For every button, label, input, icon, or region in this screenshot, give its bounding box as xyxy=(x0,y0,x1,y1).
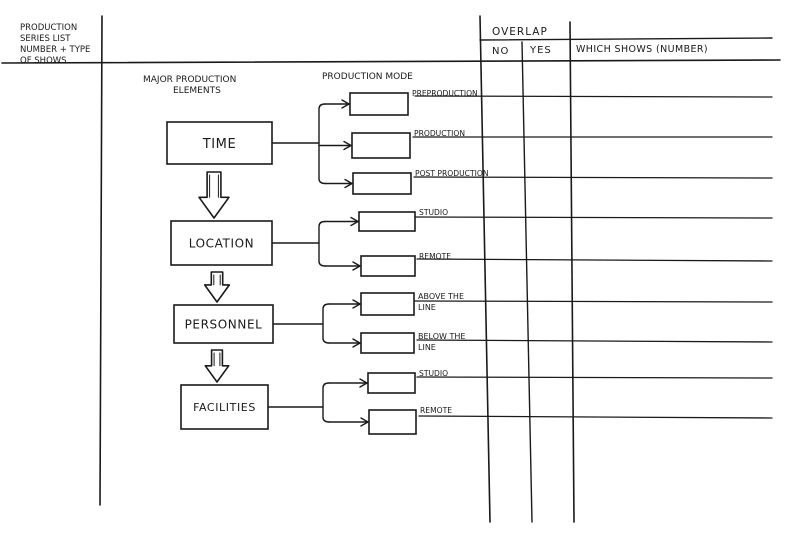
branch-trunk xyxy=(322,382,330,423)
element-label: Location xyxy=(189,237,254,251)
element-time: Time PreproductionProductionPost Producti… xyxy=(166,89,489,195)
response-row-line xyxy=(416,258,773,262)
response-row-line xyxy=(416,339,773,343)
elements-heading-line-2: Elements xyxy=(173,86,221,96)
overlap-column-left-border xyxy=(479,15,491,523)
down-arrow-icon xyxy=(203,271,231,303)
arrowhead-icon xyxy=(344,178,353,189)
mode-label: Remote xyxy=(420,406,452,415)
mode-label: Line xyxy=(418,343,436,352)
series-list-header: Production Series List Number + Type of … xyxy=(20,23,90,66)
overlap-heading: Overlap xyxy=(492,26,548,38)
arrowhead-icon xyxy=(352,338,361,348)
element-label: Personnel xyxy=(185,318,263,332)
element-flow: Time PreproductionProductionPost Producti… xyxy=(166,89,489,435)
mode-box xyxy=(349,92,409,116)
mode-box xyxy=(368,409,417,435)
down-arrow-icon xyxy=(198,171,230,219)
mode-label: Preproduction xyxy=(412,89,478,98)
mode-box xyxy=(360,292,415,316)
mode-box xyxy=(360,255,416,277)
mode-label: Post Production xyxy=(415,169,489,178)
mode-box xyxy=(352,172,412,195)
elements-heading-line-1: Major Production xyxy=(143,75,236,85)
branch-trunk xyxy=(318,220,326,267)
series-list-line-2: Series List xyxy=(20,34,71,44)
series-list-line-3: Number + Type xyxy=(20,45,90,55)
branch-trunk xyxy=(318,103,326,185)
mode-box xyxy=(360,332,415,354)
response-row-line xyxy=(414,95,773,98)
mode-box xyxy=(351,132,411,159)
series-list-line-1: Production xyxy=(20,23,77,33)
yes-column-heading: Yes xyxy=(529,45,552,56)
arrowhead-icon xyxy=(359,378,368,388)
element-label: Facilities xyxy=(193,401,256,414)
response-row-line xyxy=(418,415,773,419)
response-row-line xyxy=(414,300,773,303)
element-location: Location StudioRemote xyxy=(170,208,451,277)
branch-trunk xyxy=(322,303,330,344)
response-row-line xyxy=(413,176,773,179)
mode-heading: Production Mode xyxy=(322,72,413,82)
element-label: Time xyxy=(202,137,237,152)
arrowhead-icon xyxy=(350,216,359,227)
arrowhead-icon xyxy=(352,261,361,271)
yes-which-divider xyxy=(569,21,575,523)
header-bottom-rule xyxy=(1,59,781,64)
mode-label: Studio xyxy=(419,369,448,378)
mode-label: Remote xyxy=(419,252,451,261)
arrowhead-icon xyxy=(341,99,350,109)
element-box xyxy=(180,384,269,430)
mode-label: Line xyxy=(418,303,436,312)
element-facilities: Facilities StudioRemote xyxy=(180,369,452,435)
arrowhead-icon xyxy=(360,417,369,427)
mode-box xyxy=(358,211,416,232)
arrowhead-icon xyxy=(343,140,352,151)
no-yes-divider xyxy=(521,41,533,523)
response-row-lines xyxy=(412,95,773,419)
mode-label: Production xyxy=(414,129,465,138)
which-shows-heading: Which Shows (Number) xyxy=(576,44,708,55)
element-personnel: PersonnelAbove theLineBelow theLine xyxy=(173,292,465,354)
mode-label: Studio xyxy=(419,208,448,217)
mode-label: Above the xyxy=(418,292,464,301)
no-column-heading: No xyxy=(492,46,509,57)
down-arrows xyxy=(198,171,231,383)
mode-label: Below the xyxy=(418,332,465,341)
series-list-line-4: of Shows xyxy=(20,56,67,66)
overlap-header-underline xyxy=(479,37,773,41)
response-row-line xyxy=(416,376,773,379)
response-row-line xyxy=(414,216,773,219)
down-arrow-icon xyxy=(204,349,230,383)
left-column-divider xyxy=(99,15,103,506)
arrowhead-icon xyxy=(352,299,361,309)
element-box xyxy=(173,304,274,344)
mode-box xyxy=(367,372,416,394)
